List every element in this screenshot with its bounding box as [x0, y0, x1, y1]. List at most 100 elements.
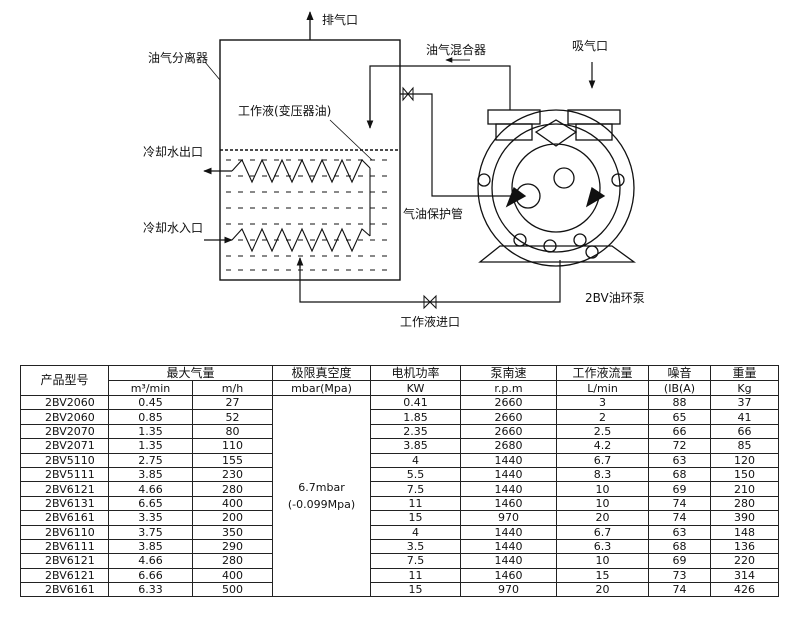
separator-label: 油气分离器	[148, 50, 208, 65]
separator-leader	[204, 61, 221, 81]
unit-weight: Kg	[710, 380, 780, 396]
cell-weight: 390	[710, 510, 780, 526]
cell-weight: 66	[710, 423, 780, 440]
cell-model: 2BV6121	[20, 567, 109, 584]
oil-level	[226, 159, 394, 271]
cell-model: 2BV6121	[20, 553, 109, 569]
cell-flow-m3h: 110	[191, 438, 274, 454]
cell-noise: 63	[648, 452, 712, 468]
header-fluid-flow: 工作液流量	[556, 365, 650, 381]
cell-flow-m3h: 52	[191, 409, 274, 425]
vacuum-mbar: 6.7mbar	[298, 481, 345, 495]
cell-weight: 148	[710, 524, 780, 540]
exhaust-label: 排气口	[322, 12, 358, 27]
cell-weight: 314	[710, 567, 780, 584]
cell-noise: 69	[648, 481, 712, 497]
cell-flow-m3h: 400	[191, 495, 274, 512]
header-weight: 重量	[710, 365, 780, 381]
cell-fluid-flow: 6.3	[556, 538, 650, 555]
fluid-inlet-label: 工作液进口	[400, 314, 460, 329]
spec-table: 产品型号 最大气量 极限真空度 电机功率 泵南速 工作液流量 噪音 重量 m³/…	[20, 365, 780, 598]
cooling-coil-lower	[231, 227, 371, 253]
header-speed: 泵南速	[460, 365, 558, 381]
cell-flow-m3h: 280	[191, 481, 274, 497]
protect-pipe-label: 气油保护管	[403, 206, 463, 221]
cell-model: 2BV5110	[20, 452, 109, 468]
cell-flow-m3min: 6.66	[108, 567, 193, 584]
cell-model: 2BV2060	[20, 409, 109, 425]
cell-power: 1.85	[370, 409, 462, 425]
cell-speed: 970	[460, 510, 558, 526]
cell-speed: 2660	[460, 394, 558, 411]
cell-model: 2BV6161	[20, 582, 109, 598]
cell-weight: 37	[710, 394, 780, 411]
cell-power: 11	[370, 567, 462, 584]
cell-fluid-flow: 10	[556, 553, 650, 569]
working-fluid-label: 工作液(变压器油)	[238, 103, 331, 118]
cell-weight: 210	[710, 481, 780, 497]
cell-model: 2BV6111	[20, 538, 109, 555]
cell-fluid-flow: 10	[556, 495, 650, 512]
cell-noise: 72	[648, 438, 712, 454]
cell-flow-m3min: 0.85	[108, 409, 193, 425]
cell-flow-m3h: 500	[191, 582, 274, 598]
cell-speed: 1440	[460, 524, 558, 540]
cell-noise: 74	[648, 582, 712, 598]
cell-noise: 73	[648, 567, 712, 584]
cell-speed: 1460	[460, 495, 558, 512]
unit-m3h: m/h	[191, 380, 274, 396]
cell-model: 2BV2070	[20, 423, 109, 440]
cell-speed: 1440	[460, 466, 558, 483]
cell-fluid-flow: 10	[556, 481, 650, 497]
cell-weight: 150	[710, 466, 780, 483]
header-vacuum: 极限真空度	[272, 365, 372, 381]
cell-model: 2BV6110	[20, 524, 109, 540]
cell-fluid-flow: 3	[556, 394, 650, 411]
cell-noise: 66	[648, 423, 712, 440]
cell-flow-m3h: 27	[191, 394, 274, 411]
unit-m3min: m³/min	[108, 380, 193, 396]
cell-weight: 136	[710, 538, 780, 555]
cell-power: 7.5	[370, 553, 462, 569]
fluid-inlet-valve	[423, 294, 437, 310]
cell-flow-m3min: 3.35	[108, 510, 193, 526]
table-unit-row: m³/min m/h mbar(Mpa) KW r.p.m L/min (IB(…	[21, 380, 780, 396]
cell-flow-m3min: 6.33	[108, 582, 193, 598]
cell-flow-m3min: 3.85	[108, 466, 193, 483]
cell-weight: 426	[710, 582, 780, 598]
working-fluid-leader	[329, 119, 373, 161]
mixer-label: 油气混合器	[426, 42, 486, 57]
cell-fluid-flow: 6.7	[556, 452, 650, 468]
unit-power: KW	[370, 380, 462, 396]
pump-label: 2BV油环泵	[585, 291, 645, 305]
cell-flow-m3h: 290	[191, 538, 274, 555]
cell-fluid-flow: 2.5	[556, 423, 650, 440]
cell-power: 11	[370, 495, 462, 512]
cell-flow-m3min: 2.75	[108, 452, 193, 468]
cell-model: 2BV6121	[20, 481, 109, 497]
cell-noise: 68	[648, 466, 712, 483]
cell-noise: 88	[648, 394, 712, 411]
cell-flow-m3h: 230	[191, 466, 274, 483]
cell-model: 2BV6161	[20, 510, 109, 526]
cell-speed: 1440	[460, 553, 558, 569]
cell-power: 4	[370, 452, 462, 468]
header-noise: 噪音	[648, 365, 712, 381]
protect-pipe	[400, 93, 520, 197]
cell-power: 4	[370, 524, 462, 540]
cell-model: 2BV2071	[20, 438, 109, 454]
cell-flow-m3min: 4.66	[108, 481, 193, 497]
unit-speed: r.p.m	[460, 380, 558, 396]
cell-fluid-flow: 6.7	[556, 524, 650, 540]
vacuum-mpa: (-0.099Mpa)	[287, 498, 356, 512]
cell-speed: 1440	[460, 481, 558, 497]
cell-power: 5.5	[370, 466, 462, 483]
